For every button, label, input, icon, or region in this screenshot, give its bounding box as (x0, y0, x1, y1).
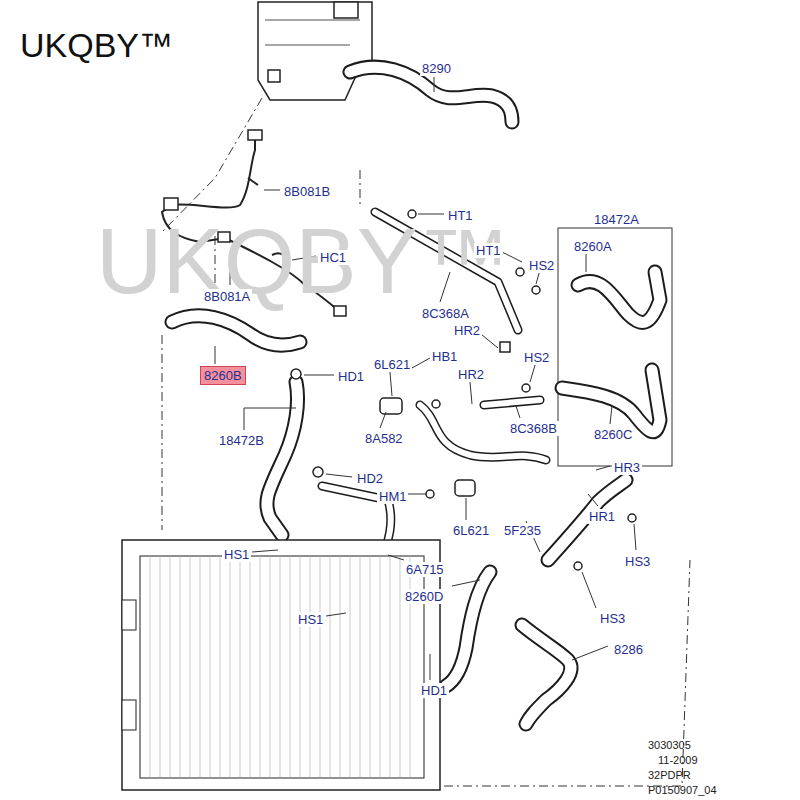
callout-number: 8260C (592, 426, 634, 442)
callout-number: HR2 (452, 322, 482, 338)
callout-number: 5F235 (502, 523, 543, 538)
callout-number: 8260A (572, 239, 614, 254)
callout-number: 8B081B (282, 183, 332, 199)
callout-number: 18472A (592, 211, 641, 227)
callout-number: HS2 (527, 257, 556, 273)
callout-number: HR2 (456, 366, 486, 382)
drawing-code: P0150907_04 (646, 781, 719, 797)
drawing-code: 3030305 (646, 736, 693, 752)
callout-number: 8B081B (282, 184, 332, 199)
callout-number: HS2 (522, 350, 551, 365)
callout-number: 8A582 (363, 430, 405, 446)
callout-number: 18472B (217, 433, 266, 448)
brand-title: UKQBY™ (20, 26, 173, 65)
callout-number: 8C368B (508, 421, 559, 436)
callout-number: 8C368B (508, 420, 559, 436)
callout-number: HM1 (377, 489, 408, 504)
callout-number: HB1 (430, 348, 459, 364)
callout-number: HM1 (377, 488, 408, 504)
group-box (558, 228, 672, 466)
callout-number: HS3 (598, 610, 627, 626)
leader-line (215, 77, 636, 680)
radiator (122, 540, 440, 790)
callout-number: HD1 (419, 683, 449, 698)
callout-number: HT1 (446, 207, 475, 223)
watermark: UKQBY™ (96, 215, 510, 307)
callout-number: 8290 (420, 60, 453, 76)
callout-number: HS2 (527, 258, 556, 273)
callout-number: HD1 (336, 368, 366, 384)
callout-number: HT1 (474, 242, 503, 258)
callout-number: HS3 (598, 611, 627, 626)
callout-number: 6L621 (372, 357, 412, 372)
watermark: UKQBY™ (96, 215, 510, 307)
drawing-code: 32PDPR (646, 769, 693, 782)
callout-number: HR2 (452, 323, 482, 338)
callout-number: 8C368A (420, 305, 471, 321)
callout-number: HS1 (296, 612, 325, 627)
callout-number: HD2 (355, 471, 385, 486)
callout-number: 5F235 (502, 522, 543, 538)
callout-number: HR3 (612, 460, 642, 475)
callout-number: 8C368A (420, 306, 471, 321)
callout-number: HS3 (623, 554, 652, 569)
callout-number: 8286 (612, 641, 645, 657)
callout-number: HS1 (222, 546, 251, 562)
expansion-tank (258, 2, 372, 100)
callout-number: 6A715 (404, 561, 446, 577)
callout-number: HT1 (474, 243, 503, 258)
callout-number: HR1 (587, 508, 617, 524)
callout-number: 8260B (201, 367, 245, 384)
drawing-code: 32PDPR (646, 766, 693, 782)
callout-number: HC1 (318, 250, 348, 265)
callout-number: 8290 (420, 61, 453, 76)
callout-number: HS1 (296, 611, 325, 627)
callout-number: HD2 (355, 470, 385, 486)
callout-number: 8260C (592, 427, 634, 442)
drawing-code: P0150907_04 (646, 784, 719, 797)
callout-number: 8260D (403, 589, 445, 604)
callout-number: HR3 (612, 459, 642, 475)
callout-number: HS1 (222, 547, 251, 562)
callout-number: HT1 (446, 208, 475, 223)
callout-number: HS3 (623, 553, 652, 569)
callout-number: HR1 (587, 509, 617, 524)
drawing-code: 3030305 (646, 739, 693, 752)
callout-number: HR2 (456, 367, 486, 382)
drawing-code: 11-2009 (656, 751, 700, 767)
callout-number: 8B081A (202, 289, 252, 304)
callout-number: 8A582 (363, 431, 405, 446)
callout-number: 18472A (592, 212, 641, 227)
callout-number: HD1 (336, 369, 366, 384)
callout-number: 6L621 (451, 523, 491, 538)
highlighted-callout: 8260B (200, 366, 246, 385)
drawing-code: 11-2009 (656, 754, 700, 767)
callout-number: 8260D (403, 588, 445, 604)
callout-number: 6A715 (404, 562, 446, 577)
callout-number: HB1 (430, 349, 459, 364)
callout-number: 18472B (217, 432, 266, 448)
callout-number: HC1 (318, 249, 348, 265)
callout-number: HS2 (522, 349, 551, 365)
callout-number: 8286 (612, 642, 645, 657)
callout-number: 6L621 (372, 356, 412, 372)
brand-title: UKQBY™ (20, 26, 173, 64)
callout-number: HD1 (419, 682, 449, 698)
callout-number: 6L621 (451, 522, 491, 538)
callout-number: 8260A (572, 238, 614, 254)
callout-number: 8B081A (202, 288, 252, 304)
